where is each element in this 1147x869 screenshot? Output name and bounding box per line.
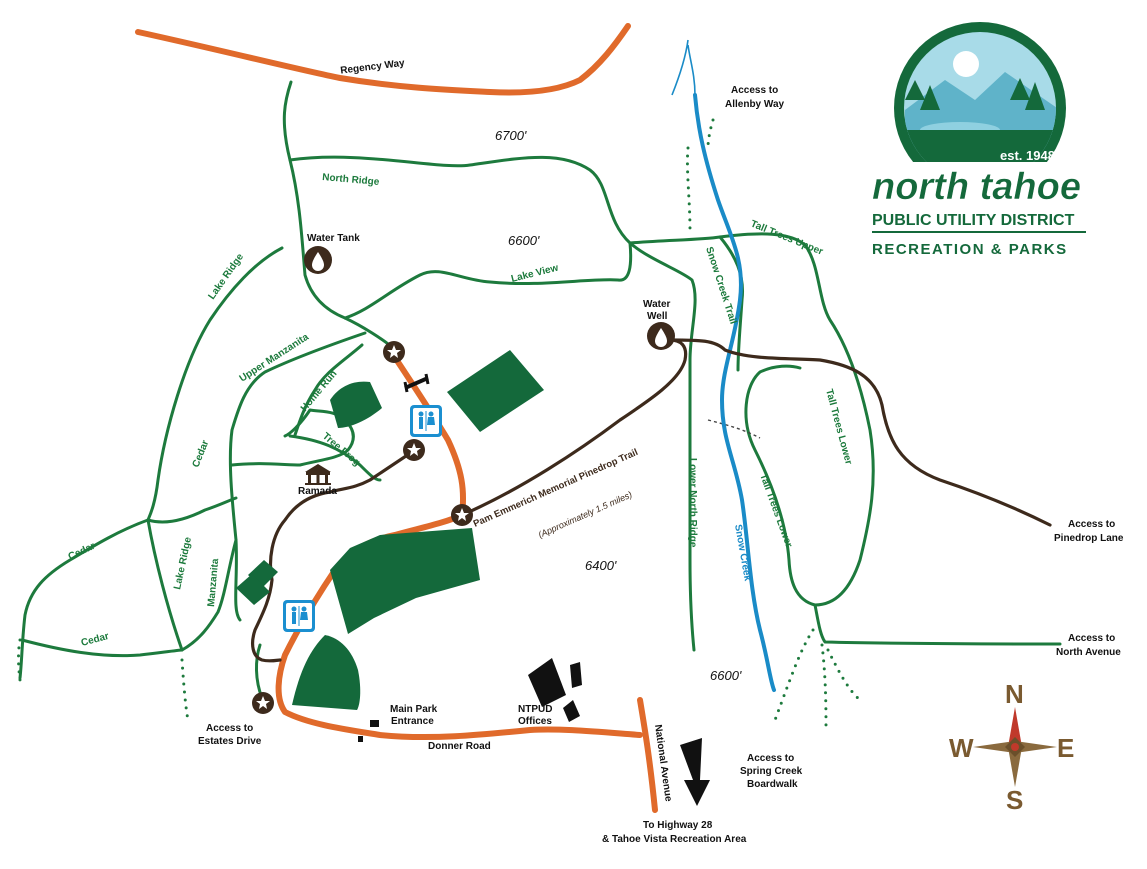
logo-name: north tahoe: [872, 166, 1081, 208]
ball-fields: [236, 350, 544, 710]
compass-n-label: N: [1005, 679, 1024, 709]
elevation-label: 6600': [710, 668, 742, 683]
logo-district: PUBLIC UTILITY DISTRICT: [872, 212, 1075, 229]
access-north-ave-label: North Avenue: [1056, 647, 1121, 658]
trail-label-tall-trees-lower: Tall Trees Lower: [757, 472, 794, 549]
water-well-label: Water: [643, 299, 671, 310]
access-spring-creek-label: Spring Creek: [740, 766, 803, 777]
logo-division: RECREATION & PARKS: [872, 241, 1068, 258]
compass-e-label: E: [1057, 733, 1074, 763]
regency-way-road: [135, 23, 631, 96]
regency-way-label: Regency Way: [340, 58, 406, 77]
highway-label: To Highway 28: [643, 820, 713, 831]
national-avenue-road: [637, 697, 658, 813]
dotted-access-paths: [17, 118, 862, 727]
trail-label-lake-ridge: Lake Ridge: [206, 251, 246, 301]
trail-label-tall-trees-lower: Tall Trees Lower: [823, 388, 854, 466]
ramada-icon: [305, 464, 331, 485]
restroom-icon: [410, 405, 442, 437]
access-pinedrop-label: Access to: [1068, 519, 1115, 530]
trail-label-cedar: Cedar: [191, 439, 212, 470]
trail-label-lake-ridge: Lake Ridge: [172, 536, 194, 591]
compass-s-label: S: [1006, 785, 1023, 815]
highway-label: & Tahoe Vista Recreation Area: [602, 834, 747, 845]
access-estates-label: Estates Drive: [198, 736, 262, 747]
road-labels: Regency Way Donner Road National Avenue: [340, 58, 674, 803]
star-icon: [252, 692, 274, 714]
ramada-label: Ramada: [298, 486, 337, 497]
access-labels: Access to Allenby Way Access to Pinedrop…: [198, 85, 1124, 845]
trailhead-star-icons: [252, 341, 473, 714]
access-spring-creek-label: Access to: [747, 753, 794, 764]
access-north-ave-label: Access to: [1068, 633, 1115, 644]
star-icon: [451, 504, 473, 526]
water-well-label: Well: [647, 311, 668, 322]
highway-arrow-icon: [680, 738, 710, 806]
compass-w-label: W: [949, 733, 974, 763]
access-pinedrop-label: Pinedrop Lane: [1054, 533, 1124, 544]
trail-label-pinedrop-length: (Approximately 1.5 miles): [537, 489, 634, 539]
water-tank-drop-icon: [304, 246, 332, 274]
main-park-label: Entrance: [391, 716, 434, 727]
main-park-label: Main Park: [390, 704, 438, 715]
trail-label-cedar: Cedar: [67, 541, 97, 563]
trail-label-cedar: Cedar: [80, 631, 110, 649]
trail-label-tree-frog: Tree Frog: [320, 431, 362, 469]
logo-est: est. 1948: [1000, 148, 1055, 163]
trail-label-lower-north-ridge: Lower North Ridge: [687, 458, 698, 548]
trail-north-ridge-loop: [282, 80, 347, 320]
elevation-labels: 6700' 6600' 6400' 6600': [495, 128, 742, 683]
star-icon: [383, 341, 405, 363]
water-well-drop-icon: [647, 322, 675, 350]
elevation-label: 6700': [495, 128, 527, 143]
trail-label-manzanita: Manzanita: [206, 558, 221, 608]
ntpud-logo: est. 1948 north tahoe PUBLIC UTILITY DIS…: [868, 22, 1090, 258]
trail-label-tall-trees-upper: Tall Trees Upper: [749, 219, 825, 258]
elevation-label: 6400': [585, 558, 617, 573]
access-estates-label: Access to: [206, 723, 253, 734]
donner-road-label: Donner Road: [428, 741, 491, 752]
restroom-icon: [283, 600, 315, 632]
green-trail-network: [18, 80, 1062, 700]
access-spring-creek-label: Boardwalk: [747, 779, 798, 790]
compass-rose-icon: N S W E: [949, 679, 1074, 815]
access-allenby-label: Allenby Way: [725, 99, 785, 110]
trail-label-north-ridge: North Ridge: [322, 172, 380, 188]
water-tank-label: Water Tank: [307, 233, 360, 244]
buildings: [358, 373, 582, 742]
ntpud-label: Offices: [518, 716, 552, 727]
feature-labels: Water Tank Water Well Ramada Main Park E…: [298, 233, 671, 727]
snow-creek: [671, 39, 776, 692]
access-allenby-label: Access to: [731, 85, 778, 96]
elevation-label: 6600': [508, 233, 540, 248]
pinedrop-trail: [251, 338, 1052, 663]
star-icon: [403, 439, 425, 461]
trail-label-pinedrop: Pam Emmerich Memorial Pinedrop Trail: [472, 447, 640, 530]
ntpud-label: NTPUD: [518, 704, 552, 715]
roads: [135, 23, 658, 813]
